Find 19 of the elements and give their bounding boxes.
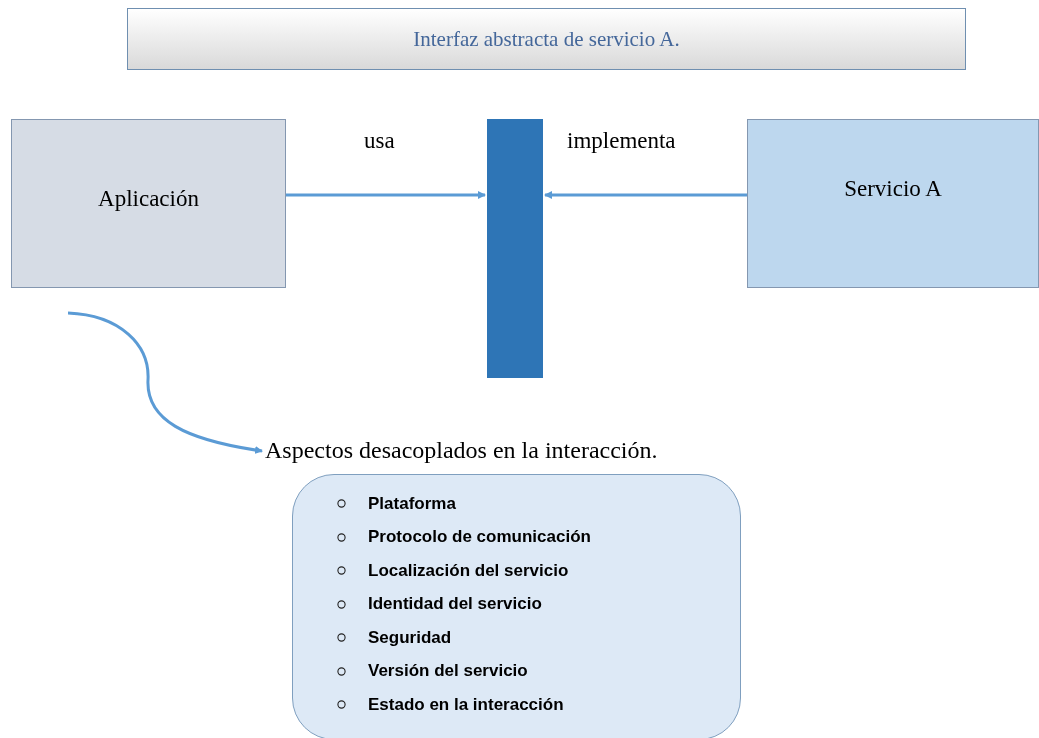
box-label: Aplicación [98,185,199,212]
arrow [67,311,263,454]
process-box [747,119,1039,288]
interface-bar [487,119,543,378]
list-item: Localización del servicio [368,560,569,581]
title-box [127,8,966,70]
list-item: Estado en la interacción [368,694,564,715]
heading-text: Aspectos desacoplados en la interacción. [265,436,658,464]
list-item: Plataforma [368,493,456,514]
list-box [292,474,741,738]
arrow [286,191,486,199]
arrow [544,191,747,199]
list-item: Identidad del servicio [368,594,542,615]
list-item: Versión del servicio [368,661,528,682]
list-item: Seguridad [368,627,452,648]
box-label: Servicio A [844,176,942,202]
process-box [11,119,286,288]
title-text: Interfaz abstracta de servicio A. [413,26,680,52]
list-item: Protocolo de comunicación [368,527,591,548]
